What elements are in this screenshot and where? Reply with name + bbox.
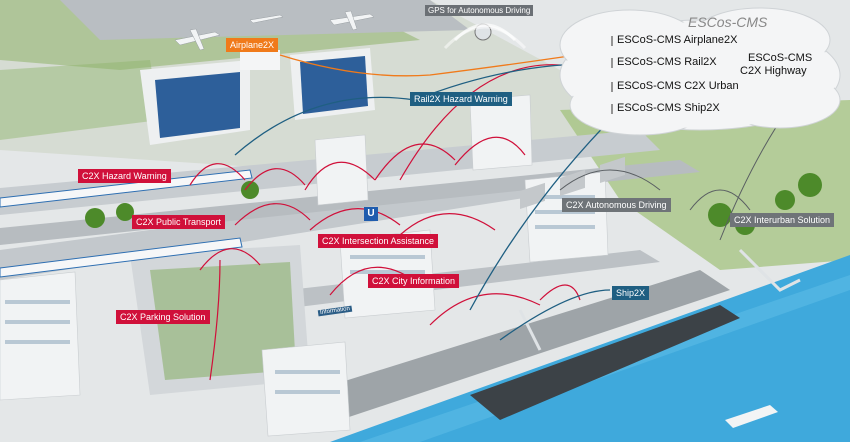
label-c2x-city-information: C2X City Information: [368, 274, 460, 288]
subway-u-sign: U: [364, 207, 378, 221]
label-c2x-interurban-solution: C2X Interurban Solution: [730, 213, 835, 227]
gps-label: GPS for Autonomous Driving: [425, 5, 534, 16]
cms-highway-line1: ESCoS-CMS: [748, 52, 813, 64]
label-airplane2x: Airplane2X: [226, 38, 279, 52]
label-rail2x-hazard: Rail2X Hazard Warning: [410, 92, 512, 106]
label-c2x-intersection-assistance: C2X Intersection Assistance: [318, 234, 439, 248]
label-c2x-parking-solution: C2X Parking Solution: [116, 310, 210, 324]
label-ship2x: Ship2X: [612, 286, 650, 300]
cms-rail2x: ESCoS-CMS Rail2X: [617, 56, 717, 68]
cms-c2x-urban: ESCoS-CMS C2X Urban: [617, 80, 739, 92]
label-c2x-hazard-warning: C2X Hazard Warning: [78, 169, 171, 183]
cms-airplane2x: ESCoS-CMS Airplane2X: [617, 34, 738, 46]
label-c2x-autonomous-driving: C2X Autonomous Driving: [562, 198, 671, 212]
label-c2x-public-transport: C2X Public Transport: [132, 215, 226, 229]
cloud-title: ESCos-CMS: [688, 14, 768, 30]
cms-ship2x: ESCoS-CMS Ship2X: [617, 102, 720, 114]
cms-highway-line2: C2X Highway: [740, 65, 807, 77]
